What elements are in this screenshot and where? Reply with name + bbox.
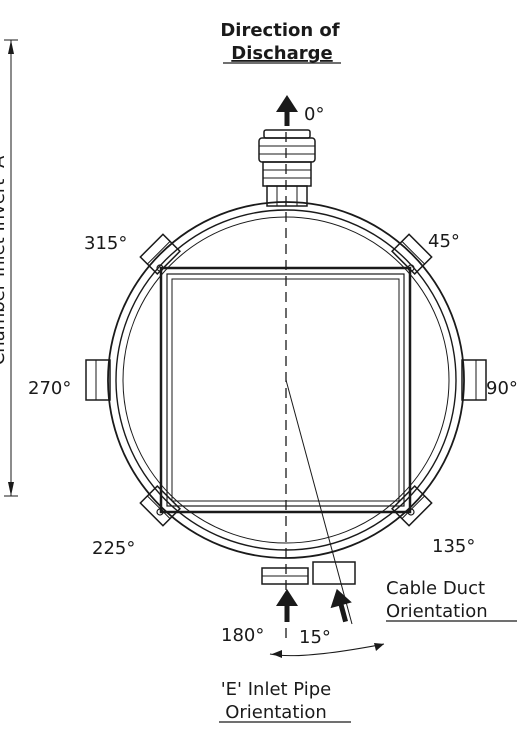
angle-90-label: 90° — [486, 378, 517, 399]
cable-duct-label-line1: Cable Duct — [386, 578, 485, 599]
angle-180-label: 180° — [221, 625, 264, 646]
angle-135-label: 135° — [432, 536, 475, 557]
cable-duct-label-line2: Orientation — [386, 601, 488, 622]
angle-45-label: 45° — [428, 231, 460, 252]
angle-225-label: 225° — [92, 538, 135, 559]
angle-15-label: 15° — [299, 627, 331, 648]
discharge-fitting — [258, 129, 316, 207]
inlet-label-line1: 'E' Inlet Pipe — [221, 679, 332, 700]
angle-270-label: 270° — [28, 378, 71, 399]
discharge-title-line2: Discharge — [231, 43, 332, 64]
inlet-label-line2: Orientation — [225, 702, 327, 723]
cable-duct-axis — [285, 379, 353, 625]
invert-dimension: Chamber Inlet Invert 'A' — [0, 39, 18, 497]
invert-label: Chamber Inlet Invert 'A' — [0, 151, 9, 366]
discharge-arrow-icon — [276, 95, 298, 126]
angle-arc — [269, 643, 385, 658]
discharge-title-line1: Direction of — [220, 20, 339, 41]
inlet-arrow-icon — [276, 589, 298, 622]
angle-0-label: 0° — [304, 104, 324, 125]
angle-315-label: 315° — [84, 233, 127, 254]
cable-duct-arrow-icon — [330, 588, 352, 623]
